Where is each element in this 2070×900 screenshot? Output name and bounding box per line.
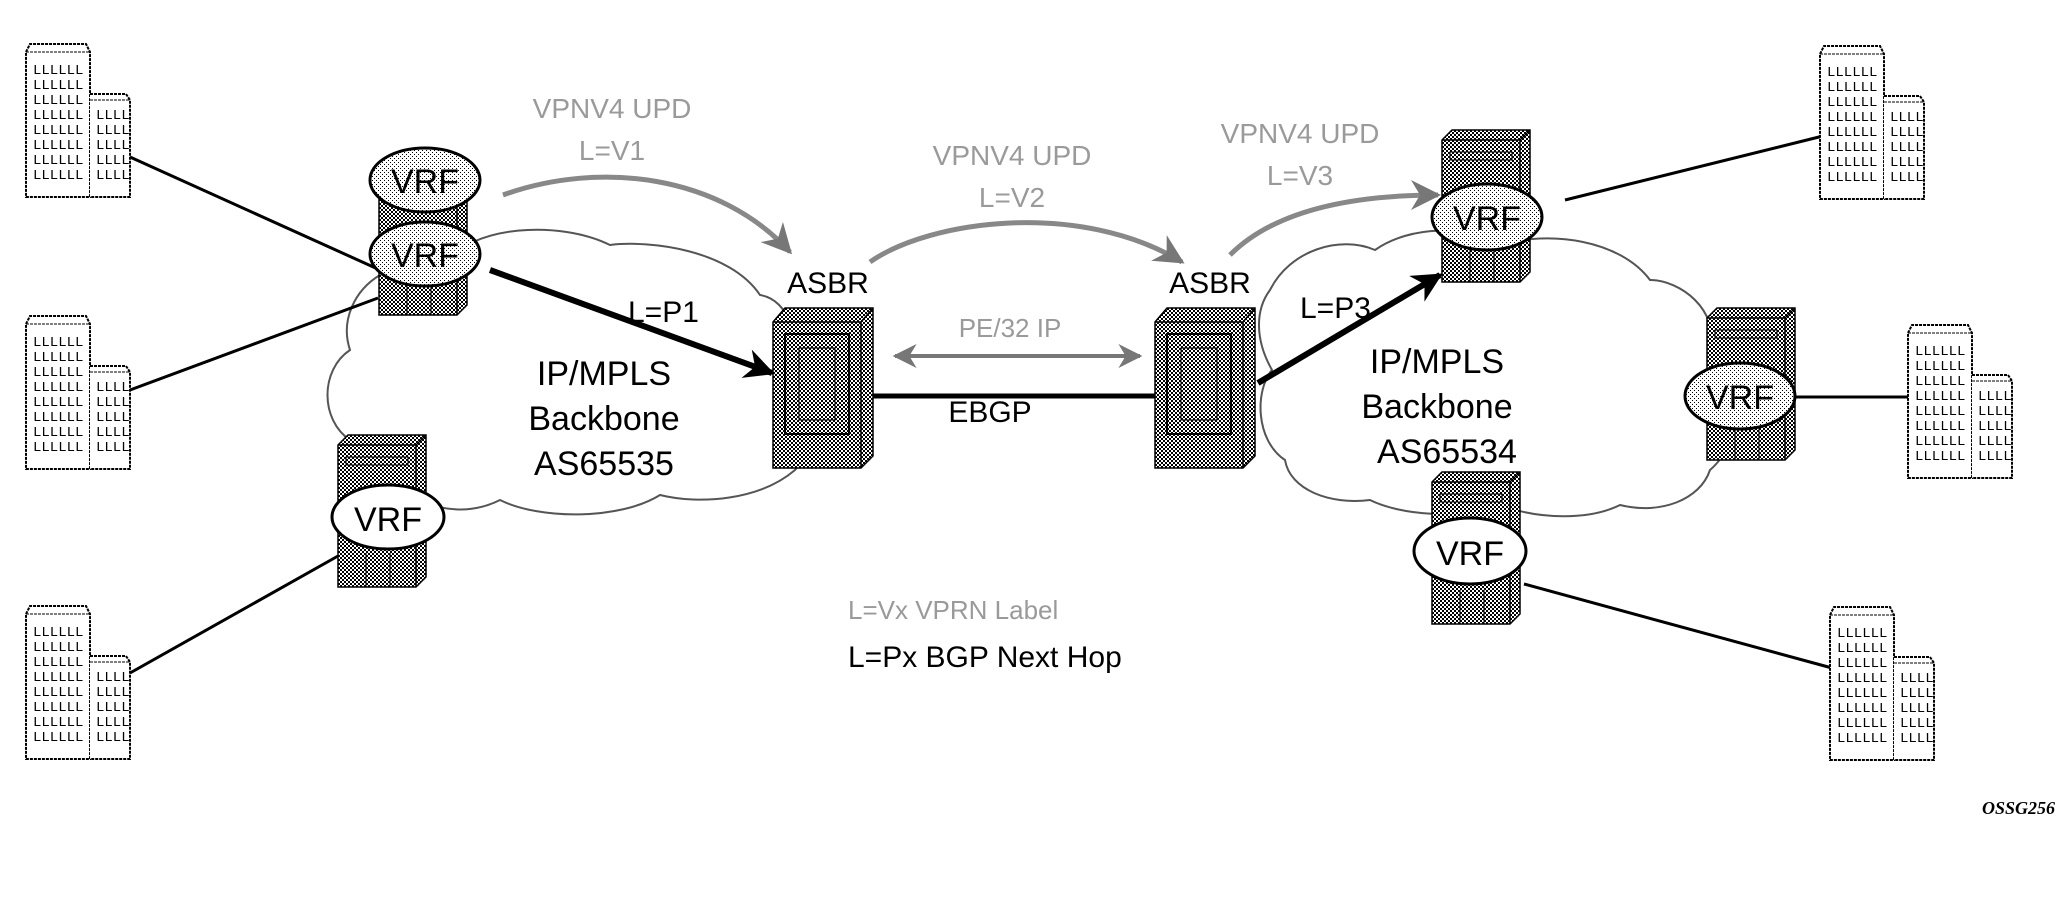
vrf-label: VRF — [1453, 200, 1521, 238]
link-site-l1 — [129, 155, 381, 272]
vrf-label: VRF — [1436, 535, 1504, 573]
vrf-label: VRF — [354, 501, 422, 539]
link-site-l3 — [129, 554, 339, 675]
vrf-ellipse — [1683, 361, 1797, 431]
vrf-ellipse — [1412, 516, 1528, 586]
vrf-ellipse — [368, 146, 482, 214]
pe-router-right-bottom[interactable]: VRF — [1412, 471, 1528, 625]
next-hop-arrow-p1 — [488, 267, 775, 378]
right-cloud-label-line1: IP/MPLS — [1370, 343, 1504, 381]
vpnv4-update-title-v1: VPNV4 UPD — [533, 93, 692, 124]
vpnv4-update-arrow-v2 — [868, 220, 1185, 265]
link-site-r3 — [1523, 582, 1833, 670]
office-building-icon — [25, 315, 131, 470]
asbr-label: ASBR — [1169, 267, 1251, 300]
office-building-icon — [1829, 606, 1935, 761]
customer-links — [129, 134, 1912, 675]
pe-router-left-top[interactable]: VRF VRF — [368, 146, 482, 316]
figure-id: OSSG256 — [1982, 798, 2055, 818]
left-as-number: AS65535 — [534, 445, 674, 483]
right-cloud-label-line2: Backbone — [1361, 388, 1512, 426]
link-site-l2 — [129, 296, 379, 392]
office-building-icon — [25, 43, 131, 198]
vrf-ellipse — [330, 483, 446, 551]
legend-vprn-label: L=Vx VPRN Label — [848, 595, 1058, 625]
next-hop-label-p1: L=P1 — [628, 296, 699, 329]
office-building-icon — [25, 605, 131, 760]
asbr-router-icon — [772, 307, 874, 469]
pe-router-left-bottom[interactable]: VRF — [330, 434, 446, 588]
pe-route-label: PE/32 IP — [959, 313, 1062, 343]
vrf-label: VRF — [391, 237, 459, 275]
link-site-r1 — [1564, 134, 1824, 202]
vpnv4-update-arrow-v3 — [1228, 180, 1441, 257]
asbr-right[interactable]: ASBR — [1154, 267, 1256, 469]
asbr-label: ASBR — [787, 267, 869, 300]
vpnv4-update-title-v2: VPNV4 UPD — [933, 140, 1092, 171]
vpnv4-update-label-v1: L=V1 — [579, 135, 645, 166]
pe-router-right-middle[interactable]: VRF — [1683, 307, 1797, 461]
legend-next-hop: L=Px BGP Next Hop — [848, 641, 1122, 674]
vrf-ellipse — [368, 220, 482, 288]
vpnv4-update-title-v3: VPNV4 UPD — [1221, 118, 1380, 149]
pe-router-right-top[interactable]: VRF — [1430, 129, 1544, 283]
right-as-number: AS65534 — [1377, 433, 1517, 471]
vpnv4-update-arrow-v1 — [502, 174, 793, 255]
legend: L=Vx VPRN Label L=Px BGP Next Hop — [848, 595, 1122, 674]
next-hop-arrow-p3 — [1256, 272, 1443, 386]
office-building-icon — [1819, 45, 1925, 200]
office-building-icon — [1907, 324, 2013, 479]
vrf-ellipse — [1430, 182, 1544, 252]
vrf-label: VRF — [391, 163, 459, 201]
ebgp-label: EBGP — [948, 396, 1031, 429]
vrf-label: VRF — [1706, 379, 1774, 417]
left-cloud-label-line1: IP/MPLS — [537, 355, 671, 393]
asbr-router-icon — [1154, 307, 1256, 469]
asbr-left[interactable]: ASBR — [772, 267, 874, 469]
next-hop-label-p3: L=P3 — [1300, 292, 1371, 325]
vpnv4-update-label-v2: L=V2 — [979, 182, 1045, 213]
vpnv4-update-label-v3: L=V3 — [1267, 160, 1333, 191]
left-cloud-label-line2: Backbone — [528, 400, 679, 438]
